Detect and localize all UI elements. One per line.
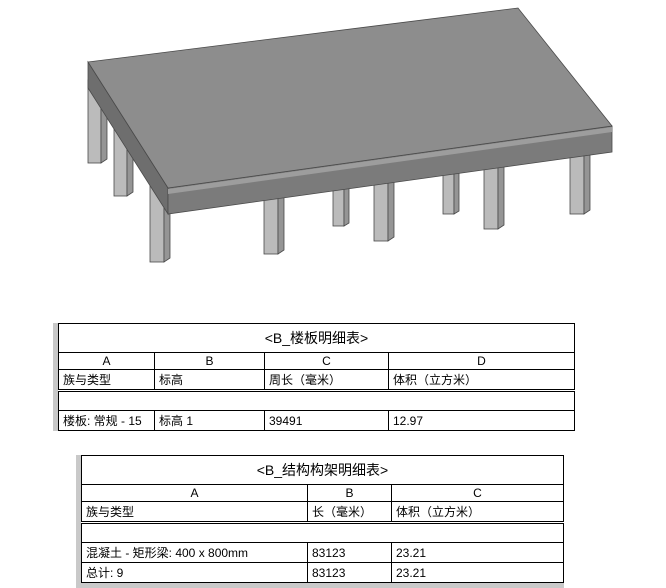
slab-edge-highlight bbox=[168, 127, 612, 194]
model-3d-view bbox=[87, 7, 613, 263]
cell-length: 83123 bbox=[307, 542, 392, 563]
header-level: 标高 bbox=[154, 369, 265, 391]
col-letter-c: C bbox=[391, 484, 564, 502]
model-3d-svg bbox=[87, 7, 613, 263]
separator-row bbox=[58, 389, 575, 411]
col-letter-d: D bbox=[388, 352, 575, 370]
cell-volume: 23.21 bbox=[391, 542, 564, 563]
column-letters-row: A B C bbox=[81, 484, 564, 502]
header-volume: 体积（立方米） bbox=[391, 501, 564, 523]
col-letter-a: A bbox=[58, 352, 155, 370]
grand-total-row: 总计: 9 83123 23.21 bbox=[81, 562, 564, 583]
framing-schedule: <B_结构构架明细表> A B C 族与类型 长（毫米） 体积（立方米） 混凝土… bbox=[76, 455, 564, 588]
separator-row bbox=[81, 521, 564, 543]
separator-cell bbox=[81, 521, 564, 543]
framing-schedule-title: <B_结构构架明细表> bbox=[81, 455, 564, 485]
col-letter-a: A bbox=[81, 484, 308, 502]
cell-total-length: 83123 bbox=[307, 562, 392, 583]
table-title-row: <B_结构构架明细表> bbox=[81, 455, 564, 485]
cell-perimeter: 39491 bbox=[264, 410, 389, 431]
header-volume: 体积（立方米） bbox=[388, 369, 575, 391]
cell-family-type: 混凝土 - 矩形梁: 400 x 800mm bbox=[81, 542, 308, 563]
slab-schedule-title: <B_楼板明细表> bbox=[58, 323, 575, 353]
header-length: 长（毫米） bbox=[307, 501, 392, 523]
field-headers-row: 族与类型 长（毫米） 体积（立方米） bbox=[81, 501, 564, 523]
header-perimeter: 周长（毫米） bbox=[264, 369, 389, 391]
slab-schedule: <B_楼板明细表> A B C D 族与类型 标高 周长（毫米） 体积（立方米） bbox=[53, 323, 575, 431]
column-letters-row: A B C D bbox=[58, 352, 575, 370]
table-row: 楼板: 常规 - 15 标高 1 39491 12.97 bbox=[58, 410, 575, 431]
col-letter-c: C bbox=[264, 352, 389, 370]
col-letter-b: B bbox=[307, 484, 392, 502]
col-letter-b: B bbox=[154, 352, 265, 370]
slab-schedule-table: <B_楼板明细表> A B C D 族与类型 标高 周长（毫米） 体积（立方米） bbox=[58, 323, 575, 431]
framing-schedule-table: <B_结构构架明细表> A B C 族与类型 长（毫米） 体积（立方米） 混凝土… bbox=[81, 455, 564, 583]
table-row: 混凝土 - 矩形梁: 400 x 800mm 83123 23.21 bbox=[81, 542, 564, 563]
concrete-slab bbox=[87, 7, 613, 216]
slab-top-face bbox=[87, 7, 613, 189]
header-family-type: 族与类型 bbox=[58, 369, 155, 391]
table-title-row: <B_楼板明细表> bbox=[58, 323, 575, 353]
separator-cell bbox=[58, 389, 575, 411]
cell-total-volume: 23.21 bbox=[391, 562, 564, 583]
cell-volume: 12.97 bbox=[388, 410, 575, 431]
cell-level: 标高 1 bbox=[154, 410, 265, 431]
cell-family-type: 楼板: 常规 - 15 bbox=[58, 410, 155, 431]
field-headers-row: 族与类型 标高 周长（毫米） 体积（立方米） bbox=[58, 369, 575, 391]
header-family-type: 族与类型 bbox=[81, 501, 308, 523]
cell-total-label: 总计: 9 bbox=[81, 562, 308, 583]
